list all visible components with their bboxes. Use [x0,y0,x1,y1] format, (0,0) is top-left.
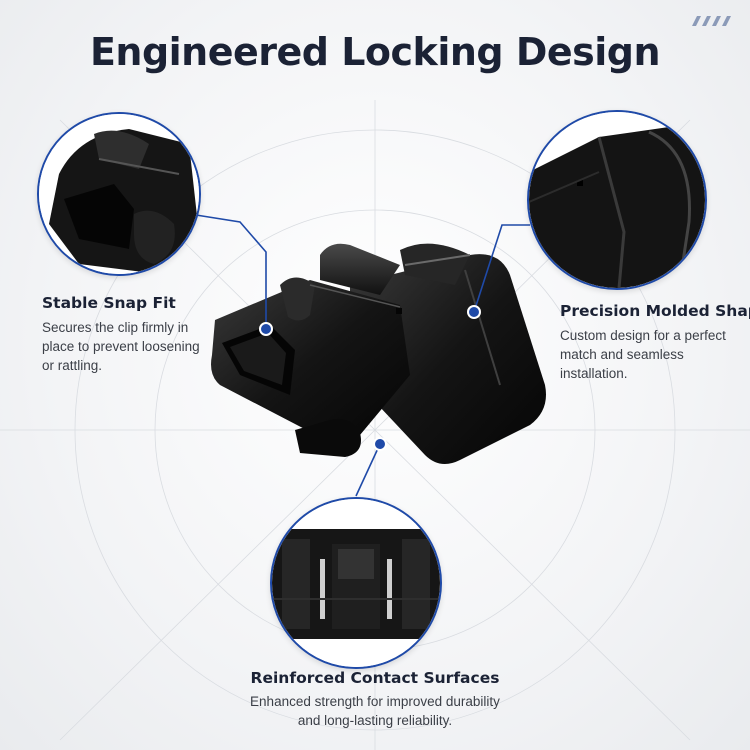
contact-surfaces-heading: Reinforced Contact Surfaces [250,669,500,687]
contact-surfaces-zoom-image [270,497,442,669]
contact-surfaces-description: Enhanced strength for improved durabilit… [0,692,750,730]
molded-shape-heading: Precision Molded Shape [560,302,750,320]
locking-clip-product-image [211,243,546,464]
snap-fit-zoom-image [37,112,201,276]
molded-shape-zoom-image [527,110,707,290]
snap-fit-heading: Stable Snap Fit [42,294,176,312]
snap-fit-description: Secures the clip firmly in place to prev… [42,320,200,373]
contact-surfaces-description-text: Enhanced strength for improved durabilit… [250,694,500,728]
molded-shape-description: Custom design for a perfect match and se… [560,328,726,381]
decorative-stripes [692,16,731,26]
page-title: Engineered Locking Design [89,30,661,74]
